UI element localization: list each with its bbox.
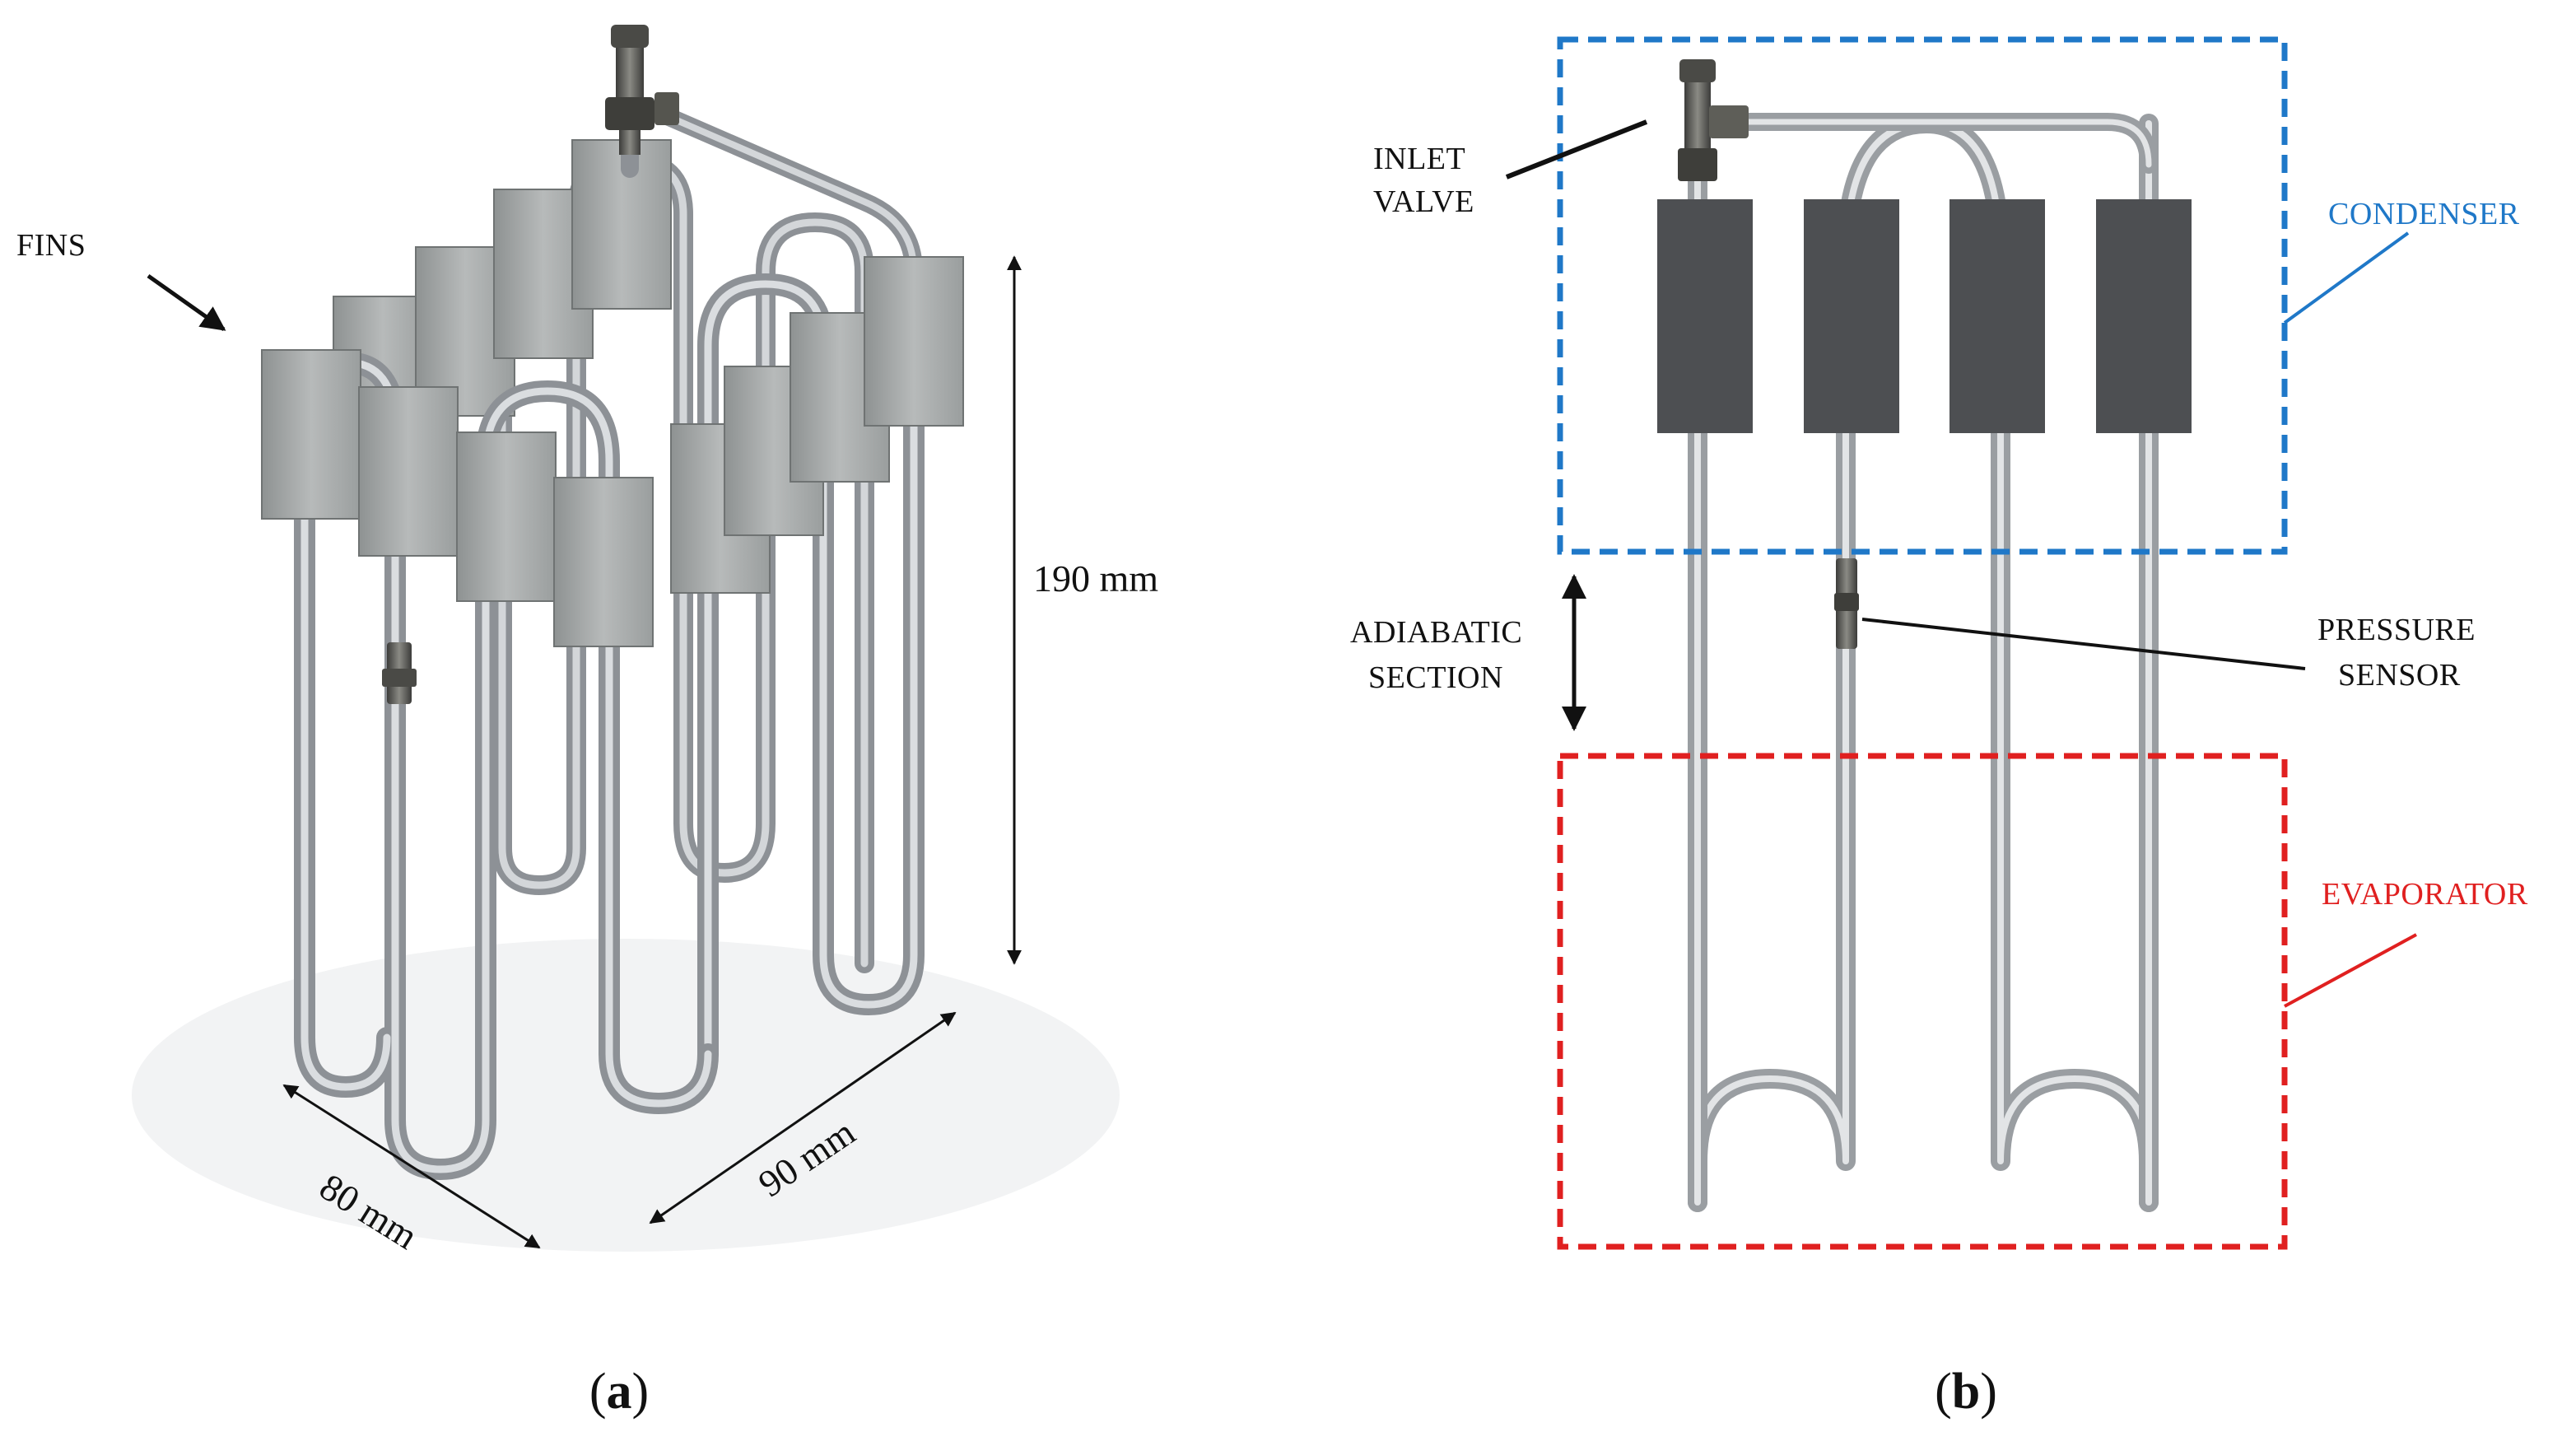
fin (2096, 199, 2192, 433)
caption-a: (a) (589, 1364, 649, 1420)
fin (864, 256, 964, 427)
fin (553, 477, 654, 647)
fins-front-row (261, 256, 964, 647)
tube-front-view (1688, 113, 2159, 1212)
pressure-sensor-leader (1861, 618, 2306, 670)
label-pressure-line1: PRESSURE (2317, 613, 2476, 647)
fins-front-view (1657, 199, 2192, 433)
label-pressure-line2: SENSOR (2338, 658, 2461, 693)
fin (358, 386, 459, 557)
depth-dimension-arrow (649, 1011, 957, 1224)
fin (1949, 199, 2045, 433)
label-inlet-valve-line2: VALVE (1373, 184, 1474, 219)
label-adiabatic-line2: SECTION (1368, 660, 1503, 695)
label-evaporator: EVAPORATOR (2322, 877, 2528, 912)
caption-b: (b) (1935, 1364, 1997, 1420)
evaporator-leader (2284, 933, 2417, 1008)
condenser-leader (2283, 231, 2410, 324)
width-dimension-arrow (282, 1084, 541, 1249)
fin (261, 349, 361, 520)
label-adiabatic-line1: ADIABATIC (1350, 615, 1522, 650)
panel-b: INLET VALVE CONDENSER ADIABATIC SECTION … (1350, 36, 2528, 1420)
fin (1657, 199, 1753, 433)
condenser-region (1557, 36, 2288, 555)
fins-arrow (147, 273, 226, 332)
pressure-sensor-front (1834, 558, 1859, 649)
label-condenser: CONDENSER (2328, 197, 2520, 231)
evaporator-region (1557, 753, 2288, 1250)
inlet-valve-3d (605, 25, 679, 155)
fin (456, 431, 557, 602)
panel-a: FINS 190 mm 80 mm 90 mm (a) (16, 25, 1158, 1420)
label-fins: FINS (16, 228, 86, 263)
pressure-sensor-3d (382, 642, 417, 704)
dim-height: 190 mm (1033, 557, 1158, 599)
inlet-valve-front (1678, 59, 1749, 181)
label-inlet-valve-line1: INLET (1373, 142, 1465, 176)
inlet-valve-leader (1505, 119, 1648, 180)
fin (1804, 199, 1899, 433)
